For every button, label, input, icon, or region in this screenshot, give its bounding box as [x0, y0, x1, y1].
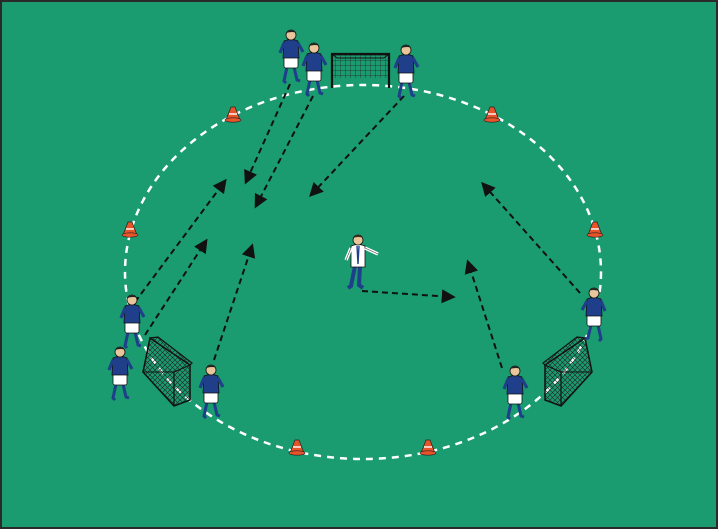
pitch-canvas: [0, 0, 718, 529]
drill-diagram: [0, 0, 718, 529]
